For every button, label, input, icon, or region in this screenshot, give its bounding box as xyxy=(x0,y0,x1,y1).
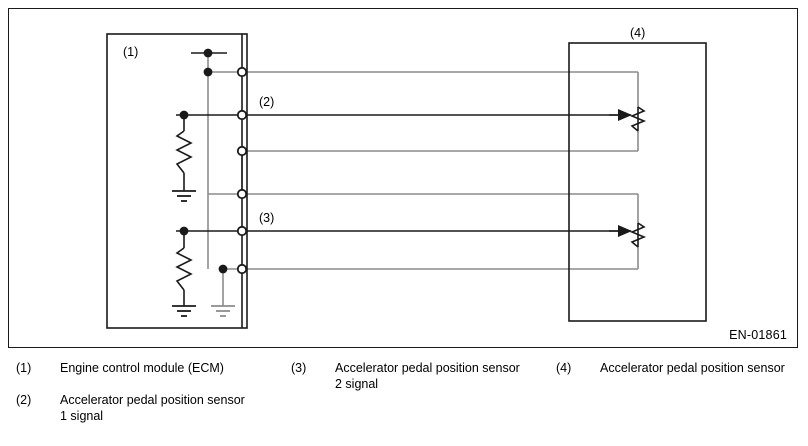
diagram-frame: (1) (2) (3) (4) EN-01861 xyxy=(8,8,798,348)
gray-wire-group xyxy=(207,53,639,306)
dot-signal2-pullup xyxy=(179,226,189,236)
pin-sensor2-ground xyxy=(236,263,248,275)
dot-supply-branch xyxy=(203,67,213,77)
pin-sensor2-power xyxy=(236,188,248,200)
pot1-wiper-arrow xyxy=(618,109,632,121)
connector-pin-group xyxy=(236,66,248,275)
legend-label: Accelerator pedal position sensor 1 sign… xyxy=(60,393,245,423)
pin-sensor1-power xyxy=(236,66,248,78)
callout-4: (4) xyxy=(630,26,645,40)
legend-item-1: (1) Engine control module (ECM) xyxy=(16,360,286,376)
legend-number: (3) xyxy=(291,361,307,375)
legend-column-3: (4) Accelerator pedal position sensor xyxy=(556,360,806,392)
legend-label: Accelerator pedal position sensor 2 sign… xyxy=(335,361,520,391)
potentiometer-sensor-1 xyxy=(609,106,647,132)
legend-item-4: (4) Accelerator pedal position sensor xyxy=(556,360,806,376)
pullup-resistor-1 xyxy=(175,130,193,174)
pullup-resistor-2 xyxy=(175,247,193,291)
dot-ground-common xyxy=(218,264,228,274)
dot-supply-top xyxy=(203,48,213,58)
legend-label: Engine control module (ECM) xyxy=(60,361,224,375)
callout-2: (2) xyxy=(259,95,274,109)
callout-1: (1) xyxy=(123,45,138,59)
legend-column-1: (1) Engine control module (ECM) (2) Acce… xyxy=(16,360,286,440)
diagram-code-label: EN-01861 xyxy=(729,328,787,342)
ecm-box xyxy=(106,33,248,329)
junction-dot-group xyxy=(179,48,228,274)
dot-signal1-pullup xyxy=(179,110,189,120)
pin-sensor1-signal xyxy=(236,109,248,121)
ground-symbol-1 xyxy=(172,190,196,202)
pin-sensor2-signal xyxy=(236,225,248,237)
legend-item-2: (2) Accelerator pedal position sensor 1 … xyxy=(16,392,286,424)
legend-number: (4) xyxy=(556,361,572,375)
legend-label: Accelerator pedal position sensor xyxy=(600,361,785,375)
pot2-wiper-arrow xyxy=(618,225,632,237)
ground-symbol-2 xyxy=(172,305,196,317)
sensor-box xyxy=(568,42,707,322)
wiring-diagram: (1) (2) (3) (4) xyxy=(106,26,707,329)
legend: (1) Engine control module (ECM) (2) Acce… xyxy=(8,360,800,442)
callout-3: (3) xyxy=(259,211,274,225)
legend-column-2: (3) Accelerator pedal position sensor 2 … xyxy=(291,360,556,408)
ground-symbol-3 xyxy=(211,305,235,317)
potentiometer-sensor-2 xyxy=(609,222,647,248)
legend-number: (2) xyxy=(16,393,32,407)
pin-sensor1-ground xyxy=(236,145,248,157)
legend-item-3: (3) Accelerator pedal position sensor 2 … xyxy=(291,360,556,392)
legend-number: (1) xyxy=(16,361,32,375)
